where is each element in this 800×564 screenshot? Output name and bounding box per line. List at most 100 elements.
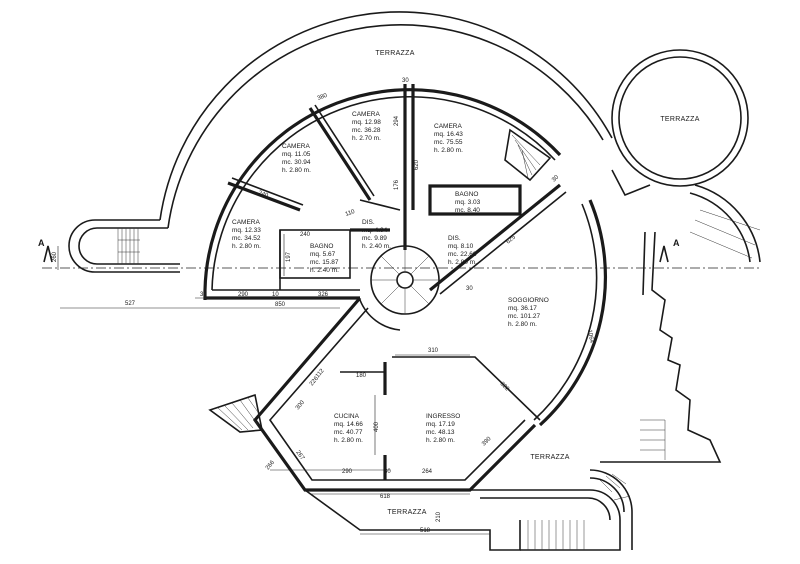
dim-620: 620 — [414, 159, 420, 170]
room-name: CAMERA — [282, 143, 310, 150]
room-height: h. 2.80 m. — [232, 243, 261, 250]
dim-264: 264 — [422, 469, 433, 475]
room-area: mq. 3.03 — [455, 199, 481, 206]
spiral-stair — [359, 245, 440, 331]
room-name: DIS. — [448, 235, 461, 242]
terrace-label-bottom: TERRAZZA — [387, 509, 426, 516]
room-label-dis-center: DIS. mq. 4.04 mc. 9.89 h. 2.40 m. — [362, 219, 391, 250]
right-terrace — [600, 231, 722, 463]
terrace-label-right: TERRAZZA — [530, 454, 569, 461]
room-volume: mc. 15.87 — [310, 259, 339, 266]
section-line — [42, 245, 760, 269]
room-volume: mc. 34.52 — [232, 235, 261, 242]
room-name: INGRESSO — [426, 413, 460, 420]
dim-850: 850 — [275, 302, 286, 308]
room-area: mq. 12.98 — [352, 119, 381, 126]
dim-240-upper: 240 — [257, 190, 269, 199]
dim-390: 390 — [481, 436, 493, 448]
terrace-label-top: TERRAZZA — [375, 50, 414, 57]
dim-180: 180 — [356, 373, 367, 379]
lower-wing — [208, 296, 541, 492]
dim-30: 30 — [200, 292, 207, 298]
shaft-hatch — [511, 134, 541, 179]
room-volume: mc. 40.77 — [334, 429, 363, 436]
terrace-arc — [68, 11, 613, 273]
round-terrace — [611, 49, 761, 263]
room-height: h. 2.80 m. — [508, 321, 537, 328]
room-height: h. 2.80 m. — [334, 437, 363, 444]
dim-267: 267 — [294, 450, 305, 462]
dim-380: 380 — [317, 93, 329, 102]
dim-210: 210 — [436, 511, 442, 522]
room-area: mq. 5.67 — [310, 251, 336, 258]
room-name: SOGGIORNO — [508, 297, 549, 304]
room-area: mq. 11.05 — [282, 151, 311, 158]
room-name: CAMERA — [434, 123, 462, 130]
room-height: h. 2.40 m. — [310, 267, 339, 274]
dim-176: 176 — [394, 179, 400, 190]
room-label-bagno-right: BAGNO mq. 3.03 mc. 8.40 — [455, 191, 481, 214]
room-volume: mc. 22.68 — [448, 251, 477, 258]
room-area: mq. 12.33 — [232, 227, 261, 234]
room-volume: mc. 36.28 — [352, 127, 381, 134]
dim-300: 300 — [295, 399, 306, 411]
room-volume: mc. 9.89 — [362, 235, 387, 242]
dim-260: 260 — [52, 251, 58, 262]
terrace-label-round: TERRAZZA — [660, 116, 699, 123]
bottom-terrace — [304, 469, 633, 551]
room-volume: mc. 48.13 — [426, 429, 455, 436]
dim-618: 618 — [380, 494, 391, 500]
dim-110: 110 — [345, 209, 357, 218]
room-area: mq. 17.19 — [426, 421, 455, 428]
room-area: mq. 36.17 — [508, 305, 537, 312]
room-name: CAMERA — [232, 219, 260, 226]
room-area: mq. 4.04 — [362, 227, 388, 234]
dim-294: 294 — [394, 115, 400, 126]
dim-10: 10 — [272, 292, 279, 298]
dim-527: 527 — [125, 301, 136, 307]
room-name: BAGNO — [310, 243, 333, 250]
room-height: h. 2.80 m. — [448, 259, 477, 266]
dimension-numbers: 260 527 30 290 10 326 850 240 240 197 11… — [52, 78, 594, 534]
room-label-bagno-left: BAGNO mq. 5.67 mc. 15.87 h. 2.40 m. — [310, 243, 339, 274]
dim-30-right: 30 — [551, 174, 560, 183]
section-mark-right: A — [673, 238, 680, 248]
dim-290: 290 — [238, 292, 249, 298]
room-height: h. 2.80 m. — [426, 437, 455, 444]
dim-326: 326 — [318, 292, 329, 298]
room-name: DIS. — [362, 219, 375, 226]
dim-112: 112 — [315, 368, 326, 380]
dim-30-top: 30 — [402, 78, 409, 84]
dim-400: 400 — [374, 421, 380, 432]
room-label-camera-right: CAMERA mq. 16.43 mc. 75.55 h. 2.80 m. — [434, 123, 463, 154]
room-name: CAMERA — [352, 111, 380, 118]
dim-518: 518 — [420, 528, 431, 534]
bottom-stairs — [527, 473, 631, 550]
kitchen-stairs — [217, 397, 261, 431]
room-label-dis-right: DIS. mq. 8.10 mc. 22.68 h. 2.80 m. — [448, 235, 477, 266]
room-height: h. 2.80 m. — [434, 147, 463, 154]
room-area: mq. 14.66 — [334, 421, 363, 428]
room-label-cucina: CUCINA mq. 14.66 mc. 40.77 h. 2.80 m. — [334, 413, 363, 444]
dim-322: 322 — [499, 381, 511, 393]
room-label-camera-upper-left: CAMERA mq. 11.05 mc. 30.94 h. 2.80 m. — [282, 143, 311, 174]
room-name: CUCINA — [334, 413, 360, 420]
dim-30-center: 30 — [466, 286, 473, 292]
room-height: h. 2.70 m. — [352, 135, 381, 142]
dim-290-kitchen: 290 — [342, 469, 353, 475]
room-label-camera-left: CAMERA mq. 12.33 mc. 34.52 h. 2.80 m. — [232, 219, 261, 250]
room-height: h. 2.40 m. — [362, 243, 391, 250]
dim-30-kitchen: 30 — [384, 469, 391, 475]
room-height: h. 2.80 m. — [282, 167, 311, 174]
bedroom-walls — [227, 84, 567, 295]
dim-1064: 1064 — [586, 329, 594, 344]
room-label-camera-top: CAMERA mq. 12.98 mc. 36.28 h. 2.70 m. — [352, 111, 381, 142]
section-mark-left: A — [38, 238, 45, 248]
dim-226: 226 — [309, 375, 320, 387]
dimension-lines — [57, 234, 490, 535]
dim-310: 310 — [428, 348, 439, 354]
room-volume: mc. 101.27 — [508, 313, 541, 320]
room-area: mq. 16.43 — [434, 131, 463, 138]
room-volume: mc. 75.55 — [434, 139, 463, 146]
